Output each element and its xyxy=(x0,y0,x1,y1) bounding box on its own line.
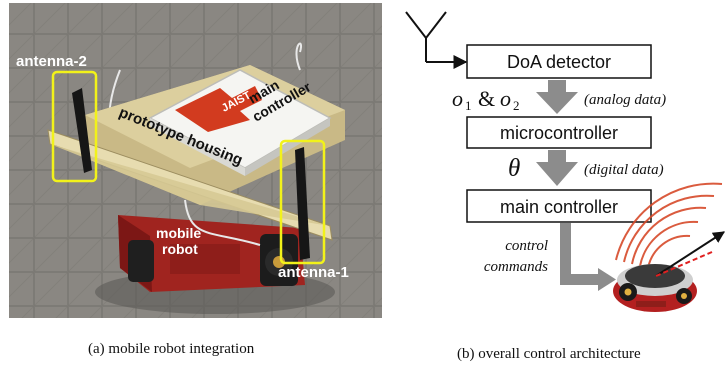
digital-data-note: (digital data) xyxy=(584,162,664,178)
o2-symbol: o xyxy=(500,86,511,111)
mobile-robot-base xyxy=(118,215,305,292)
main-controller-label: main controller xyxy=(500,197,618,217)
control-commands-arrow xyxy=(560,223,616,291)
microcontroller-box xyxy=(466,116,652,149)
caption-right: (b) overall control architecture xyxy=(457,346,641,362)
analog-flow-arrow xyxy=(536,80,578,114)
robot-label-line2: robot xyxy=(162,241,198,257)
antenna-2-highlight xyxy=(51,70,98,183)
antenna-2-label: antenna-2 xyxy=(16,53,87,70)
o1-subscript: 1 xyxy=(465,98,472,113)
antenna-1-highlight xyxy=(279,139,326,265)
antenna-2 xyxy=(51,70,98,183)
o1-symbol: o xyxy=(452,86,463,111)
laptop-main-controller: JAIST xyxy=(148,69,332,176)
heading-arrow xyxy=(655,231,726,277)
control-architecture-diagram: DoA detector microcontroller main contro… xyxy=(405,11,726,312)
main-controller-box xyxy=(466,189,652,223)
ampersand: & xyxy=(478,86,495,111)
microcontroller-label: microcontroller xyxy=(500,123,618,143)
analog-data-note: (analog data) xyxy=(584,92,666,108)
mobile-robot-icon xyxy=(613,264,697,312)
robot-photo: JAIST antenna-2 antenna-1 prototype hous… xyxy=(9,3,382,318)
jaist-logo-arrow xyxy=(175,86,262,132)
doa-detector-label: DoA detector xyxy=(507,52,611,72)
antenna-symbol-icon xyxy=(405,11,468,69)
control-commands-line2: commands xyxy=(484,259,548,275)
antenna-1 xyxy=(279,139,326,265)
digital-flow-arrow xyxy=(536,150,578,186)
doa-detector-box xyxy=(466,44,652,79)
control-commands-line1: control xyxy=(505,238,548,254)
sound-direction-line xyxy=(655,251,713,277)
antenna-1-label: antenna-1 xyxy=(278,264,349,281)
o2-subscript: 2 xyxy=(513,98,520,113)
caption-left: (a) mobile robot integration xyxy=(88,341,255,357)
sound-waves-icon xyxy=(615,182,723,269)
theta-symbol: θ xyxy=(508,155,520,182)
robot-label-line1: mobile xyxy=(156,225,201,241)
